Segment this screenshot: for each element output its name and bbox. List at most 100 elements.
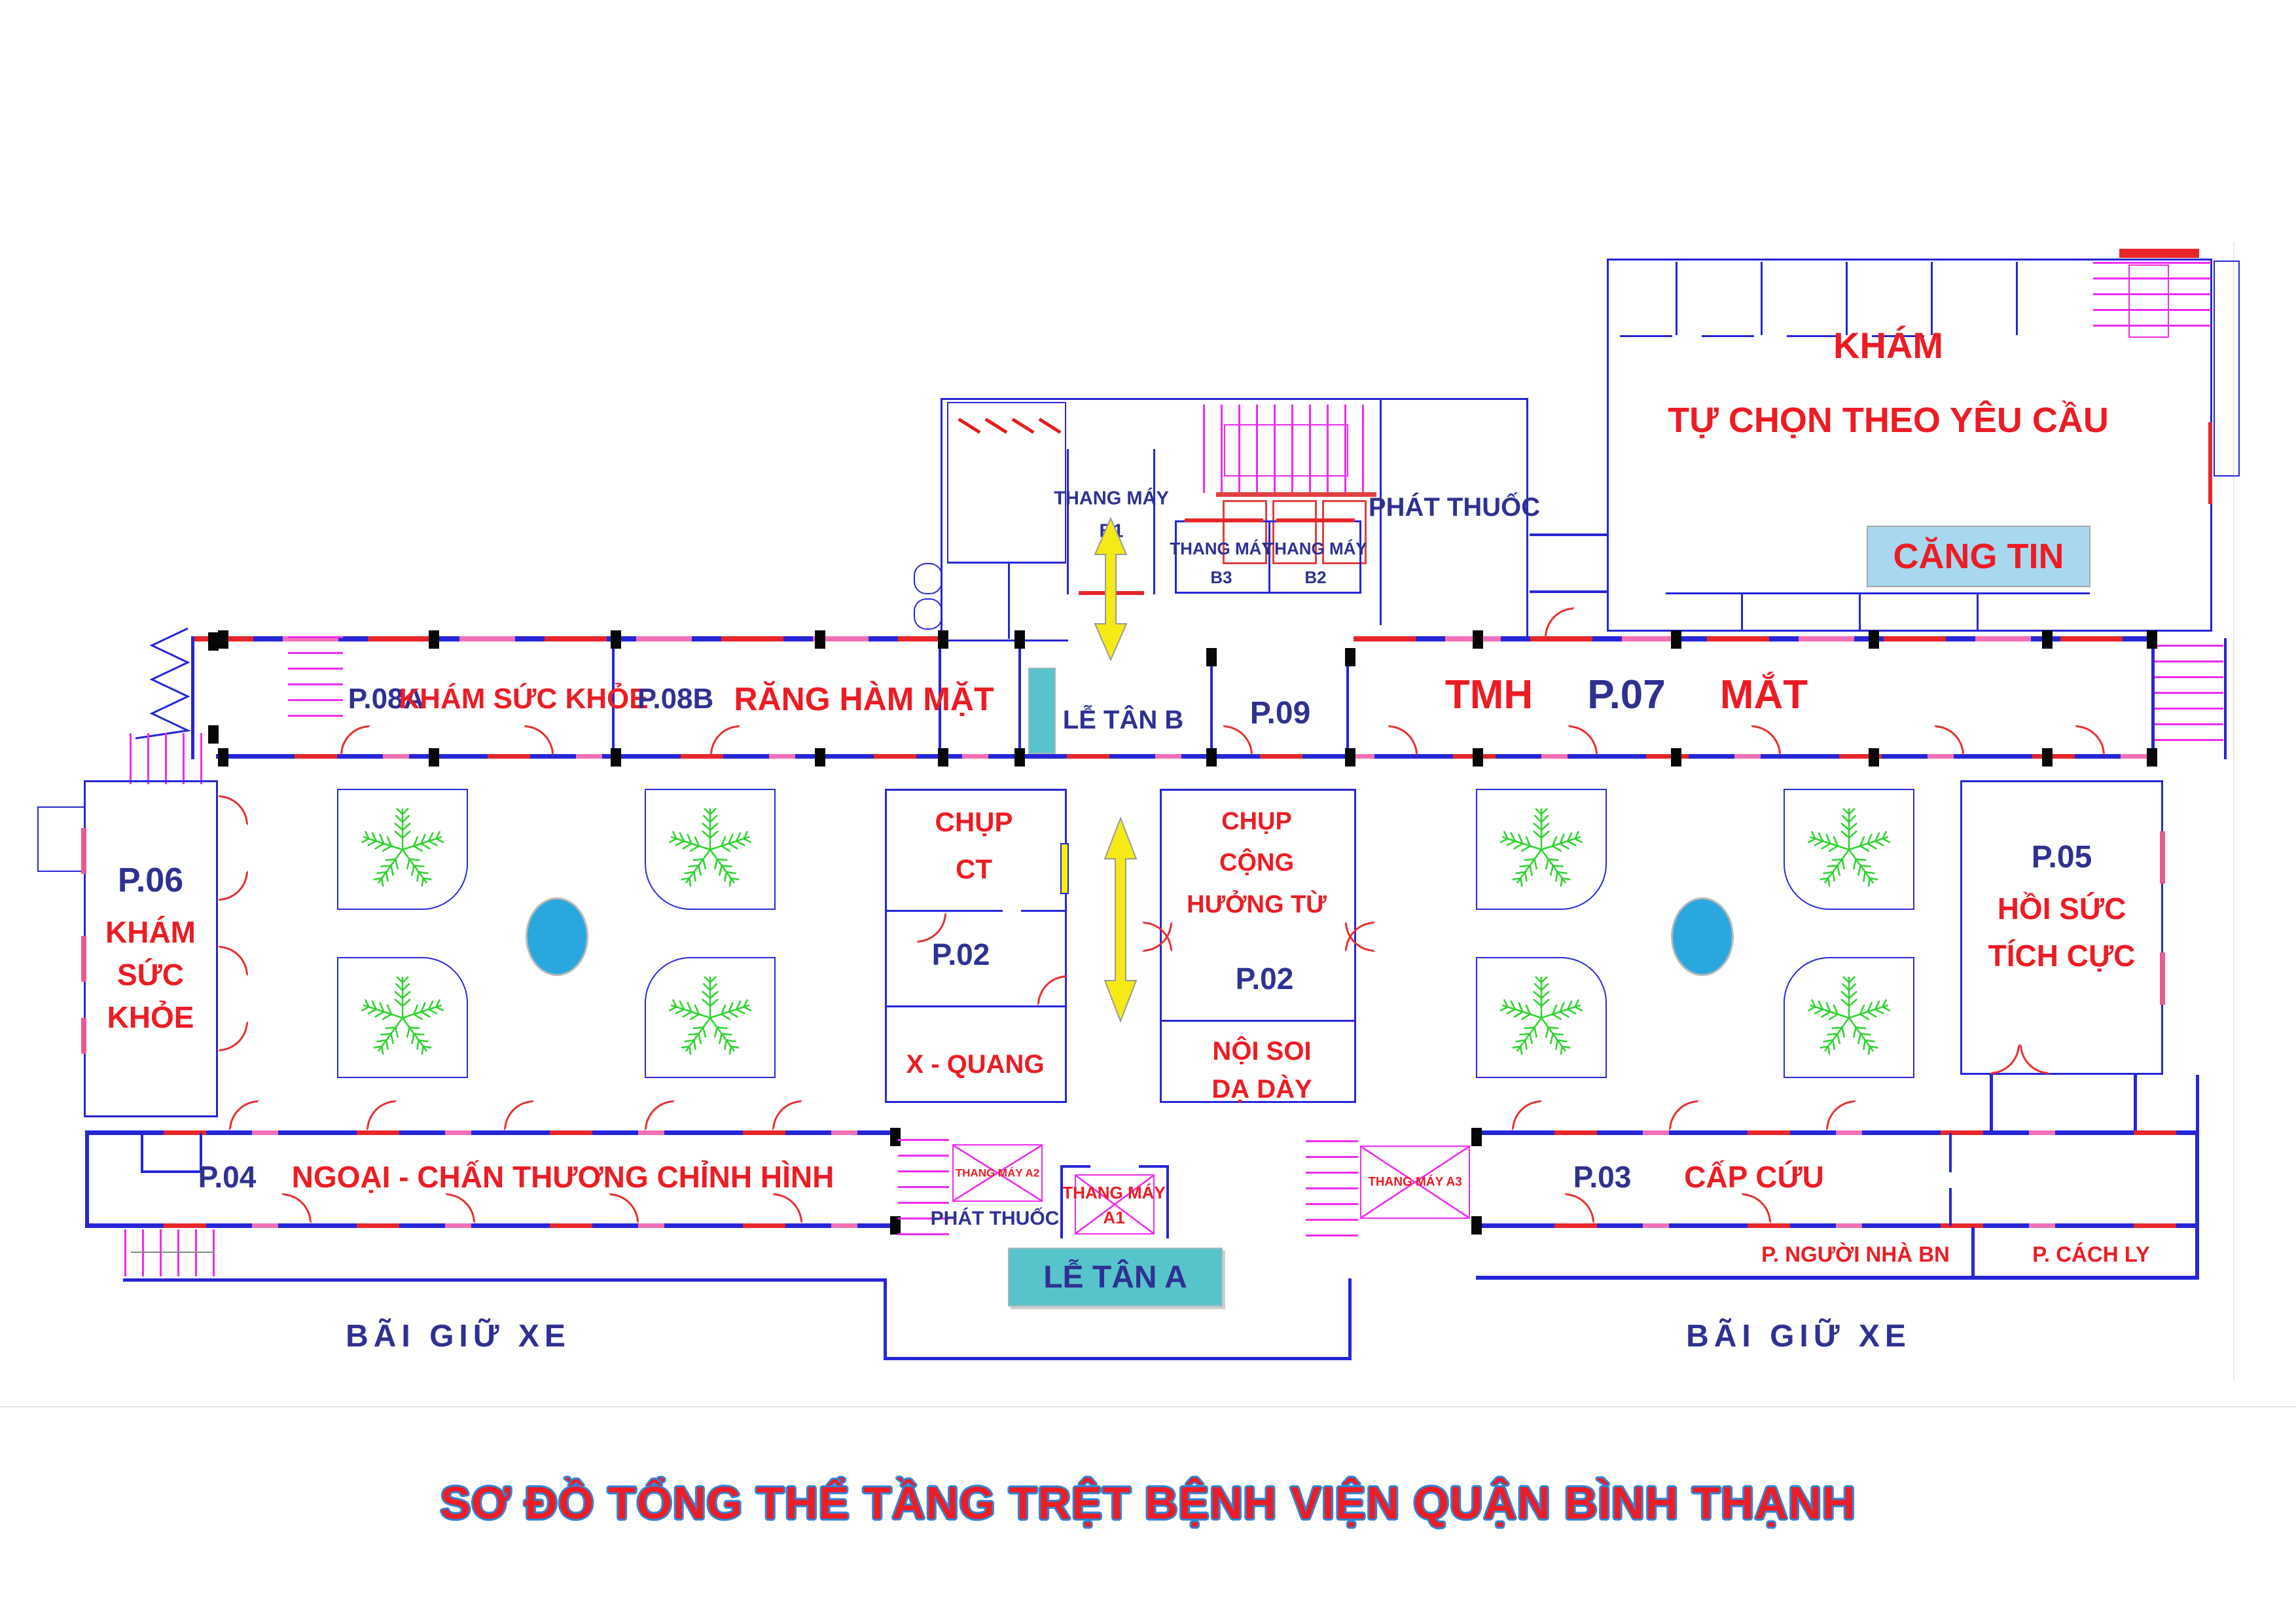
- wall: [1060, 1165, 1090, 1168]
- p05-block-outline: [1960, 780, 2163, 1075]
- ramp-zigzag-icon: [135, 627, 192, 740]
- bench-back: [1216, 492, 1376, 497]
- wall: [1530, 533, 1607, 536]
- fountain-icon: [1671, 897, 1734, 976]
- door-arc: [218, 946, 248, 976]
- door-arc: [1564, 1193, 1594, 1223]
- door-arc: [645, 1100, 675, 1130]
- window-strip: [2208, 422, 2212, 504]
- column: [429, 748, 439, 767]
- wall: [1166, 1165, 1169, 1238]
- wall: [141, 1170, 202, 1173]
- column: [938, 748, 948, 767]
- wall: [1761, 262, 1763, 335]
- elevator-b3-label: THANG MÁY: [1170, 539, 1273, 558]
- door-arc: [1545, 607, 1575, 638]
- wall: [1676, 262, 1677, 335]
- room-label-p06-l2: SỨC: [117, 958, 185, 992]
- elevator-a3-box: [1360, 1146, 1470, 1219]
- parking-boundary: [123, 1278, 885, 1282]
- wall: [885, 1005, 1067, 1007]
- room-label-le-tan-a: LỄ TÂN A: [1043, 1260, 1187, 1295]
- room-label-phat-thuoc-bottom: PHÁT THUỐC: [930, 1208, 1060, 1229]
- side-annex-outline: [2214, 261, 2240, 477]
- wall: [1346, 651, 1349, 756]
- window-strip: [2160, 831, 2165, 884]
- plant-icon: [1492, 801, 1590, 899]
- parking-label-left: BÃI GIỮ XE: [346, 1319, 571, 1354]
- room-code-p09: P.09: [1249, 696, 1311, 731]
- room-label-cach-ly: P. CÁCH LY: [2032, 1242, 2150, 1267]
- stair-rail: [1224, 424, 1348, 477]
- column: [1471, 1216, 1482, 1235]
- wall: [1949, 1133, 1952, 1172]
- door-arc: [1741, 1193, 1771, 1223]
- room-label-cang-tin: CĂNG TIN: [1893, 537, 2064, 576]
- wall: [2224, 638, 2227, 759]
- door-arc: [218, 871, 248, 901]
- door-arc: [1512, 1100, 1542, 1130]
- plant-icon: [353, 969, 452, 1067]
- planter-square: [1476, 789, 1607, 910]
- room-label-tmh: TMH: [1444, 672, 1534, 717]
- toilet-fixture-icon: [914, 598, 942, 630]
- elevator-a3-label: THANG MÁY A3: [1368, 1175, 1462, 1189]
- p04-top-wall: [85, 1130, 897, 1135]
- stairs-icon: [898, 1139, 949, 1249]
- wall: [1702, 335, 1754, 337]
- room-code-p05: P.05: [2031, 840, 2092, 875]
- room-label-cong: CỘNG: [1219, 849, 1294, 876]
- wall: [1160, 1020, 1356, 1022]
- room-label-hoi-suc: HỒI SỨC: [1997, 892, 2126, 926]
- p06-entry-porch: [37, 806, 86, 872]
- column: [2042, 630, 2053, 649]
- column: [2147, 630, 2157, 649]
- reception-a-box: [1008, 1248, 1223, 1307]
- room-label-ct: CT: [956, 854, 992, 884]
- stair-rail: [2128, 264, 2169, 338]
- elevator-b3-b2-outline: [1175, 520, 1361, 594]
- door-arc: [524, 725, 554, 755]
- column: [208, 725, 219, 744]
- wall: [1620, 335, 1672, 337]
- page-title: SƠ ĐỒ TỔNG THỂ TẦNG TRỆT BỆNH VIỆN QUẬN …: [440, 1477, 1856, 1528]
- stairs-icon: [1306, 1140, 1358, 1247]
- window-strip: [81, 828, 86, 874]
- column: [1014, 630, 1025, 649]
- waiting-seat-icon: [1322, 500, 1367, 564]
- room-label-rang-ham-mat: RĂNG HÀM MẶT: [734, 681, 994, 717]
- planter-square: [1476, 957, 1607, 1078]
- elevator-b2-number: B2: [1304, 568, 1327, 587]
- entrance-court-wall: [884, 1278, 887, 1360]
- wall: [1153, 449, 1155, 594]
- room-label-huong-tu: HƯỞNG TỪ: [1187, 891, 1327, 918]
- planter-square: [645, 957, 776, 1078]
- toilet-fixture-icon: [914, 563, 942, 594]
- entrance-court-wall: [1348, 1278, 1352, 1360]
- door-arc: [1826, 1100, 1856, 1130]
- door-arc: [1568, 725, 1598, 755]
- wall: [85, 1130, 89, 1227]
- planter-square: [1784, 957, 1914, 1078]
- door-arc: [2075, 725, 2105, 755]
- page-break-line: [0, 1406, 2296, 1407]
- ct-block-outline: [885, 789, 1067, 1103]
- p03-top-wall: [1476, 1130, 2199, 1135]
- door-arc: [340, 725, 370, 755]
- room-code-p06: P.06: [117, 861, 184, 899]
- p04-bottom-wall: [85, 1223, 897, 1228]
- column: [1869, 748, 1879, 767]
- wall: [1872, 335, 1924, 337]
- planter-square: [645, 789, 776, 910]
- column: [2147, 748, 2157, 767]
- stair-direction-line: [131, 1252, 215, 1253]
- door-arc: [772, 1193, 802, 1223]
- elevator-a2-label: THANG MÁY A2: [955, 1166, 1040, 1180]
- room-code-p03: P.03: [1573, 1160, 1632, 1194]
- column: [1869, 630, 1879, 649]
- wall: [200, 1133, 202, 1172]
- stairs-icon: [130, 733, 213, 784]
- column: [208, 632, 219, 651]
- wing-top-wall: [191, 636, 941, 641]
